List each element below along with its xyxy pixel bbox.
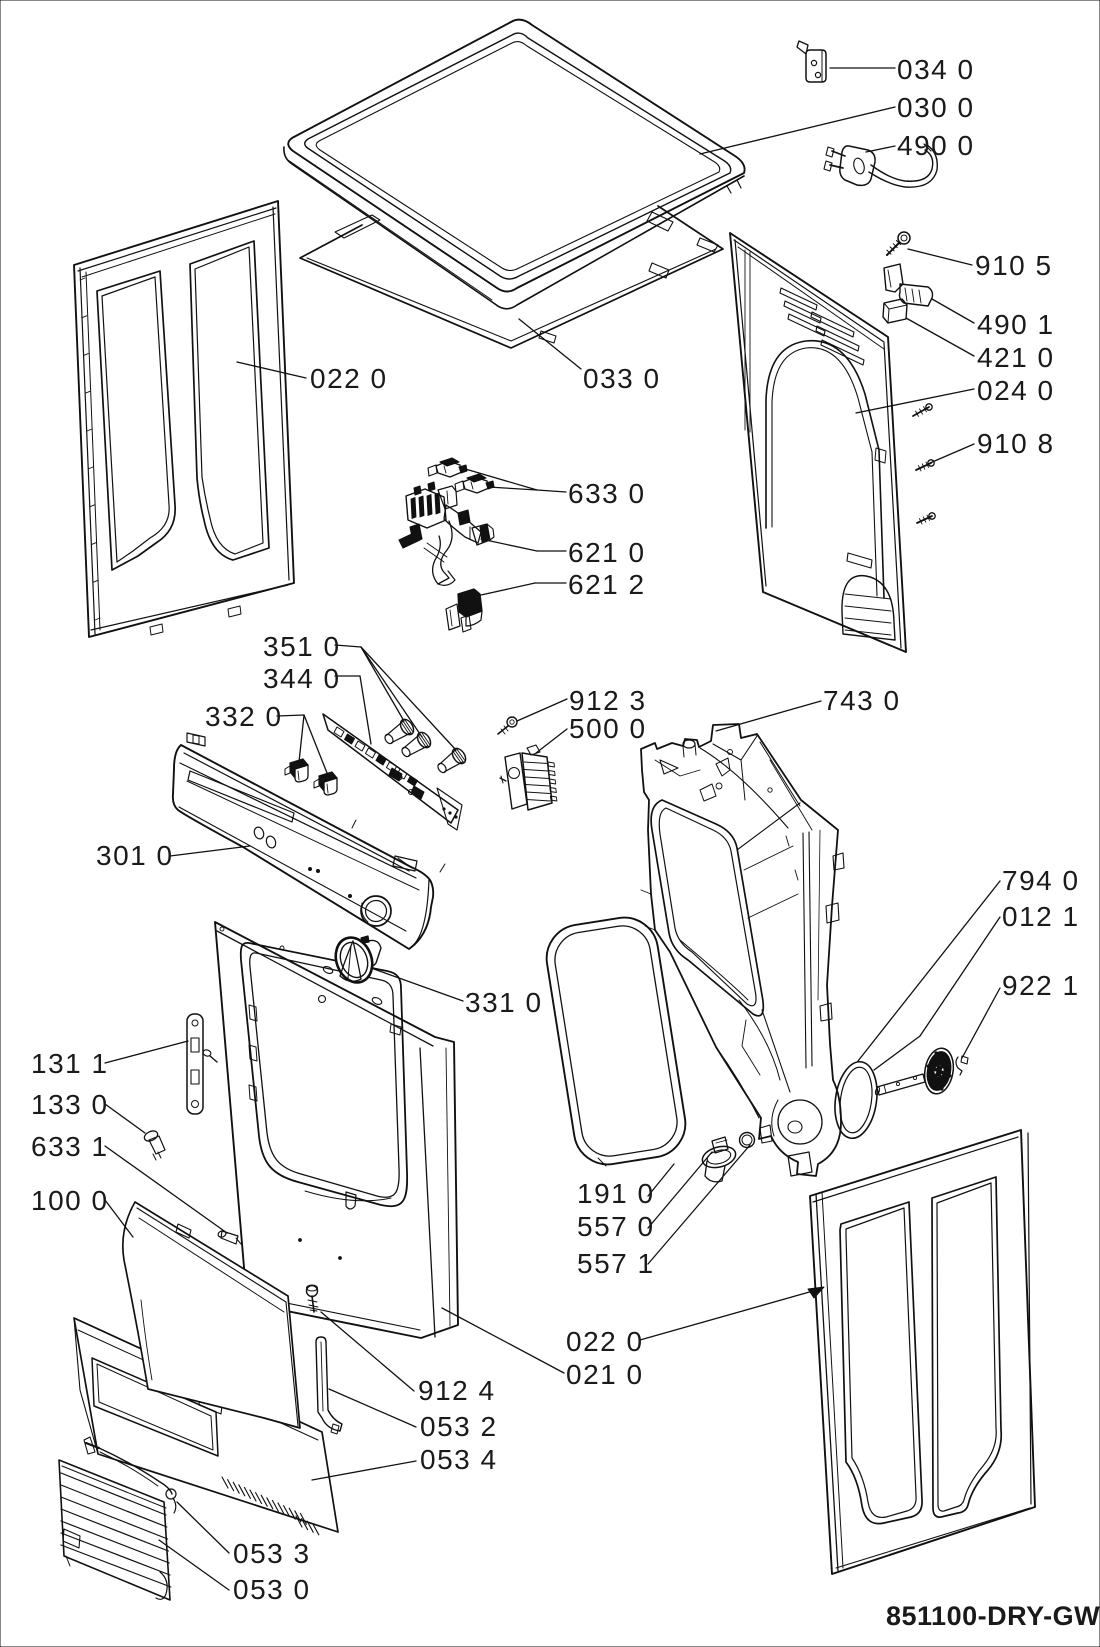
svg-text:053 2: 053 2: [420, 1411, 498, 1442]
svg-text:922 1: 922 1: [1002, 970, 1080, 1001]
svg-text:910 5: 910 5: [975, 250, 1053, 281]
svg-text:910 8: 910 8: [977, 428, 1055, 459]
svg-text:743 0: 743 0: [823, 685, 901, 716]
svg-text:633 0: 633 0: [568, 478, 646, 509]
svg-text:030 0: 030 0: [897, 92, 975, 123]
svg-text:053 3: 053 3: [233, 1538, 311, 1569]
svg-text:500 0: 500 0: [569, 713, 647, 744]
svg-text:024 0: 024 0: [977, 375, 1055, 406]
svg-text:133 0: 133 0: [31, 1089, 109, 1120]
svg-text:331 0: 331 0: [465, 987, 543, 1018]
svg-text:490 1: 490 1: [977, 309, 1055, 340]
svg-text:131 1: 131 1: [31, 1048, 109, 1079]
svg-text:344 0: 344 0: [263, 663, 341, 694]
svg-text:557 0: 557 0: [577, 1211, 655, 1242]
svg-text:033 0: 033 0: [583, 363, 661, 394]
svg-text:621 0: 621 0: [568, 537, 646, 568]
svg-text:332 0: 332 0: [205, 701, 283, 732]
svg-text:490 0: 490 0: [897, 130, 975, 161]
svg-text:794 0: 794 0: [1002, 865, 1080, 896]
svg-text:557 1: 557 1: [577, 1248, 655, 1279]
svg-text:421 0: 421 0: [977, 342, 1055, 373]
svg-text:022 0: 022 0: [566, 1326, 644, 1357]
svg-text:053 4: 053 4: [420, 1444, 498, 1475]
svg-text:912 3: 912 3: [569, 685, 647, 716]
svg-text:021 0: 021 0: [566, 1359, 644, 1390]
svg-text:912 4: 912 4: [418, 1375, 496, 1406]
svg-text:301 0: 301 0: [96, 840, 174, 871]
svg-text:100 0: 100 0: [31, 1185, 109, 1216]
svg-text:012 1: 012 1: [1002, 901, 1080, 932]
svg-text:053 0: 053 0: [233, 1574, 311, 1605]
svg-text:034 0: 034 0: [897, 54, 975, 85]
svg-text:191 0: 191 0: [577, 1178, 655, 1209]
svg-text:351 0: 351 0: [263, 631, 341, 662]
svg-text:633 1: 633 1: [31, 1131, 109, 1162]
svg-text:621 2: 621 2: [568, 569, 646, 600]
svg-text:851100-DRY-GW: 851100-DRY-GW: [886, 1601, 1100, 1631]
svg-text:022 0: 022 0: [310, 363, 388, 394]
